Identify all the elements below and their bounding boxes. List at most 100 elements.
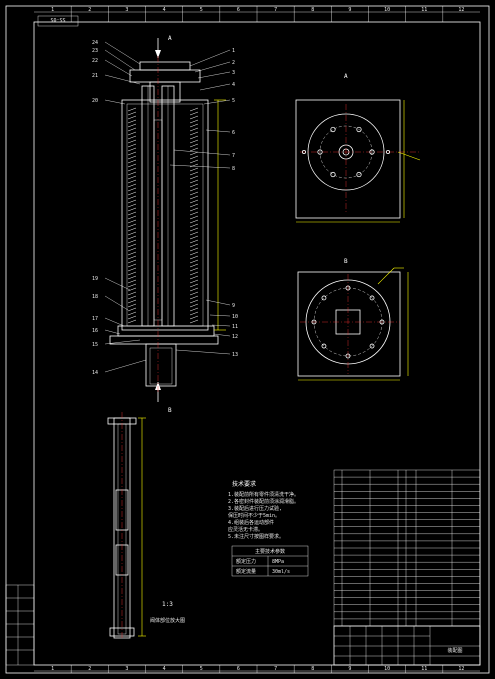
- tech-req-line: 保压时间不少于5min。: [228, 512, 280, 519]
- tech-req-line: 3.装配后进行压力试验,: [228, 505, 282, 512]
- inner-frame: [33, 21, 481, 666]
- param-row-name: 额定压力: [236, 558, 256, 565]
- grid-label-bottom: 8: [311, 666, 314, 672]
- tech-req-line: 应灵活无卡滞。: [228, 526, 263, 533]
- title-block: 装配图: [333, 625, 481, 666]
- balloon-label: 3: [232, 70, 235, 76]
- bolt-hole: [330, 171, 336, 178]
- bolt-hole: [321, 295, 327, 301]
- balloon-label: 11: [232, 324, 238, 330]
- grid-label-bottom: 1: [51, 666, 54, 672]
- bolt-hole: [369, 149, 375, 155]
- grid-label-bottom: 6: [237, 666, 240, 672]
- bolt-hole: [356, 171, 362, 178]
- bom-table: [333, 469, 481, 627]
- left-side-stamps: [5, 584, 35, 666]
- grid-label-top: 11: [421, 7, 427, 13]
- grid-label-top: 4: [163, 7, 166, 13]
- bolt-hole: [356, 126, 362, 133]
- balloon-label: 9: [232, 303, 235, 309]
- balloon-label: 24: [92, 40, 98, 46]
- grid-label-bottom: 12: [458, 666, 464, 672]
- grid-label-top: 12: [458, 7, 464, 13]
- grid-label-bottom: 11: [421, 666, 427, 672]
- balloon-label: 13: [232, 352, 238, 358]
- balloon-label: 22: [92, 58, 98, 64]
- grid-label-top: 7: [274, 7, 277, 13]
- bolt-hole: [385, 149, 390, 154]
- bolt-hole: [330, 126, 336, 133]
- detail-scale: 1:3: [162, 601, 173, 608]
- grid-label-top: 9: [348, 7, 351, 13]
- balloon-label: 10: [232, 314, 238, 320]
- grid-label-bottom: 2: [88, 666, 91, 672]
- tech-req-title: 技术要求: [232, 480, 256, 488]
- bolt-hole: [311, 319, 317, 325]
- view-a-bolt-holes: [301, 126, 390, 178]
- bom-rows: [334, 476, 480, 620]
- param-row-value: 8MPa: [272, 559, 284, 565]
- view-b: B: [297, 258, 409, 381]
- grid-label-bottom: 4: [163, 666, 166, 672]
- grid-ticks: [70, 6, 444, 673]
- grid-label-bottom: 9: [348, 666, 351, 672]
- bolt-hole: [321, 343, 327, 349]
- grid-label-bottom: 7: [274, 666, 277, 672]
- outer-frame: [5, 5, 490, 674]
- balloon-label: 4: [232, 82, 235, 88]
- section-label-bottom: B: [168, 407, 172, 414]
- grid-label-top: 8: [311, 7, 314, 13]
- grid-label-top: 5: [200, 7, 203, 13]
- hatch-left: [127, 107, 137, 324]
- main-section-view: A B: [92, 35, 238, 414]
- balloon-label: 20: [92, 98, 98, 104]
- balloon-label: 7: [232, 153, 235, 159]
- balloon-label: 6: [232, 130, 235, 136]
- drawing-number-box: [37, 15, 79, 27]
- grid-label-top: 3: [125, 7, 128, 13]
- tech-req-line: 1.装配前所有零件须清洗干净。: [228, 491, 299, 498]
- drawing-name: 装配图: [447, 647, 462, 654]
- hatch-right: [189, 107, 199, 324]
- grid-label-top: 6: [237, 7, 240, 13]
- drawing-number: SS-0S: [50, 16, 65, 22]
- bolt-hole: [369, 343, 375, 349]
- balloon-label: 8: [232, 166, 235, 172]
- section-label-top: A: [168, 35, 172, 42]
- parameter-table: 主要技术参数 额定压力 8MPa 额定流量 30ml/s: [231, 545, 309, 577]
- grid-label-top: 1: [51, 7, 54, 13]
- bolt-hole: [301, 149, 306, 154]
- grid-label-bottom: 10: [384, 666, 390, 672]
- balloon-label: 21: [92, 73, 98, 79]
- view-a: A: [295, 73, 421, 223]
- detail-view: 1:3 阀体部位放大图: [107, 412, 185, 640]
- bolt-hole: [345, 353, 351, 359]
- balloon-label: 19: [92, 276, 98, 282]
- param-table-title: 主要技术参数: [255, 548, 285, 555]
- balloon-label: 5: [232, 98, 235, 104]
- tech-req-line: 2.各密封件装配前须涂润滑脂。: [228, 498, 299, 505]
- detail-caption: 阀体部位放大图: [150, 617, 185, 624]
- grid-label-top: 2: [88, 7, 91, 13]
- tech-req-line: 5.未注尺寸按图样要求。: [228, 533, 284, 540]
- balloon-label: 18: [92, 294, 98, 300]
- grid-label-bottom: 3: [125, 666, 128, 672]
- grid-label-bottom: 5: [200, 666, 203, 672]
- balloon-label: 23: [92, 48, 98, 54]
- param-row-value: 30ml/s: [272, 569, 290, 575]
- balloon-label: 14: [92, 370, 98, 376]
- balloon-label: 12: [232, 334, 238, 340]
- tech-req-lines: 1.装配前所有零件须清洗干净。2.各密封件装配前须涂润滑脂。3.装配后进行压力试…: [228, 491, 299, 540]
- technical-requirements: 技术要求 1.装配前所有零件须清洗干净。2.各密封件装配前须涂润滑脂。3.装配后…: [228, 480, 299, 540]
- param-row-name: 额定流量: [236, 568, 256, 575]
- view-b-label: B: [344, 258, 348, 265]
- bolt-hole: [317, 149, 323, 155]
- view-b-bolt-holes: [311, 285, 385, 359]
- grid-label-top: 10: [384, 7, 390, 13]
- bolt-hole: [369, 295, 375, 301]
- balloon-label: 17: [92, 316, 98, 322]
